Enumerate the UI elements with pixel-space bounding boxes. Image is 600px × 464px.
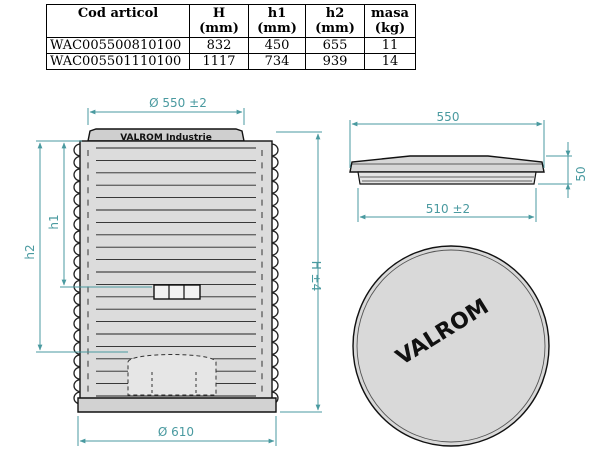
rib-scallop-left: [73, 366, 81, 380]
rib-pattern: [73, 143, 279, 405]
rib-scallop-left: [73, 304, 81, 318]
front-view: VALROM Industrie: [73, 128, 279, 413]
rib-scallop-left: [73, 316, 81, 331]
header-H: H (mm): [189, 4, 249, 38]
lid-text: VALROM Industrie: [120, 133, 212, 143]
rib-scallop-right: [271, 267, 279, 281]
rib-scallop-right: [271, 316, 279, 331]
rib-scallop-left: [73, 292, 81, 306]
cell-H: 832: [189, 37, 249, 54]
rib-scallop-right: [271, 366, 279, 380]
h2-label: h2: [23, 244, 37, 259]
rib-scallop-left: [73, 168, 81, 182]
rib-scallop-left: [73, 242, 81, 256]
rib-scallop-left: [73, 155, 81, 170]
rib-scallop-right: [271, 143, 279, 157]
rib-scallop-left: [73, 192, 81, 207]
lid-outer-circle: [352, 245, 550, 447]
cell-H: 1117: [189, 53, 249, 70]
rib-scallop-right: [271, 378, 279, 393]
spec-table: Cod articol H (mm) h1 (mm) h2 (mm) masa …: [46, 4, 416, 70]
rib-scallop-right: [271, 329, 279, 343]
rib-scallop-left: [73, 341, 81, 356]
side-width-label: 550: [437, 110, 460, 124]
rib-scallop-left: [73, 329, 81, 343]
rib-scallop-left: [73, 267, 81, 281]
rib-scallop-left: [73, 279, 81, 294]
rib-scallop-right: [271, 292, 279, 306]
rib-scallop-right: [271, 341, 279, 356]
header-masa: masa (kg): [364, 4, 416, 38]
side-dimensions: [349, 120, 572, 222]
rib-scallop-right: [271, 205, 279, 219]
cell-code: WAC005500810100: [46, 37, 190, 54]
rib-scallop-left: [73, 378, 81, 393]
rib-scallop-left: [73, 217, 81, 232]
cell-code: WAC005501110100: [46, 53, 190, 70]
rib-scallop-right: [271, 242, 279, 256]
cell-h2: 655: [305, 37, 365, 54]
rib-scallop-left: [73, 354, 81, 368]
lid-skirt: [357, 171, 537, 185]
rib-scallop-right: [271, 180, 279, 194]
rib-scallop-right: [271, 304, 279, 318]
rib-scallop-right: [271, 192, 279, 207]
rib-scallop-right: [271, 155, 279, 170]
rib-scallop-right: [271, 230, 279, 244]
H-label: H ±4: [309, 261, 323, 292]
rib-scallop-right: [271, 279, 279, 294]
rib-scallop-left: [73, 180, 81, 194]
height-label: 50: [574, 166, 588, 181]
rib-scallop-right: [271, 254, 279, 269]
inlet-cutout: [127, 354, 217, 396]
port-window: [153, 284, 201, 300]
rib-scallop-left: [73, 205, 81, 219]
bottom-diameter-label: Ø 610: [158, 425, 194, 439]
table-header-row: Cod articol H (mm) h1 (mm) h2 (mm) masa …: [46, 4, 416, 38]
lid-inner-circle: [356, 249, 546, 443]
rib-scallop-right: [271, 354, 279, 368]
front-dimensions: [36, 108, 322, 446]
h1-label: h1: [47, 214, 61, 229]
header-h1: h1 (mm): [248, 4, 306, 38]
cell-h1: 734: [248, 53, 306, 70]
rib-scallop-right: [271, 168, 279, 182]
rib-scallop-left: [73, 254, 81, 269]
side-view: [349, 155, 545, 185]
cell-masa: 14: [364, 53, 416, 70]
inner-width-label: 510 ±2: [426, 202, 470, 216]
top-diameter-label: Ø 550 ±2: [149, 96, 207, 110]
rib-scallop-left: [73, 230, 81, 244]
top-view: VALROM: [352, 245, 550, 447]
header-cod-articol: Cod articol: [46, 4, 190, 38]
rib-scallop-right: [271, 217, 279, 232]
shaft-base: [77, 397, 277, 413]
rib-scallop-left: [73, 143, 81, 157]
table-row: WAC005501110100 1117 734 939 14: [46, 53, 416, 70]
